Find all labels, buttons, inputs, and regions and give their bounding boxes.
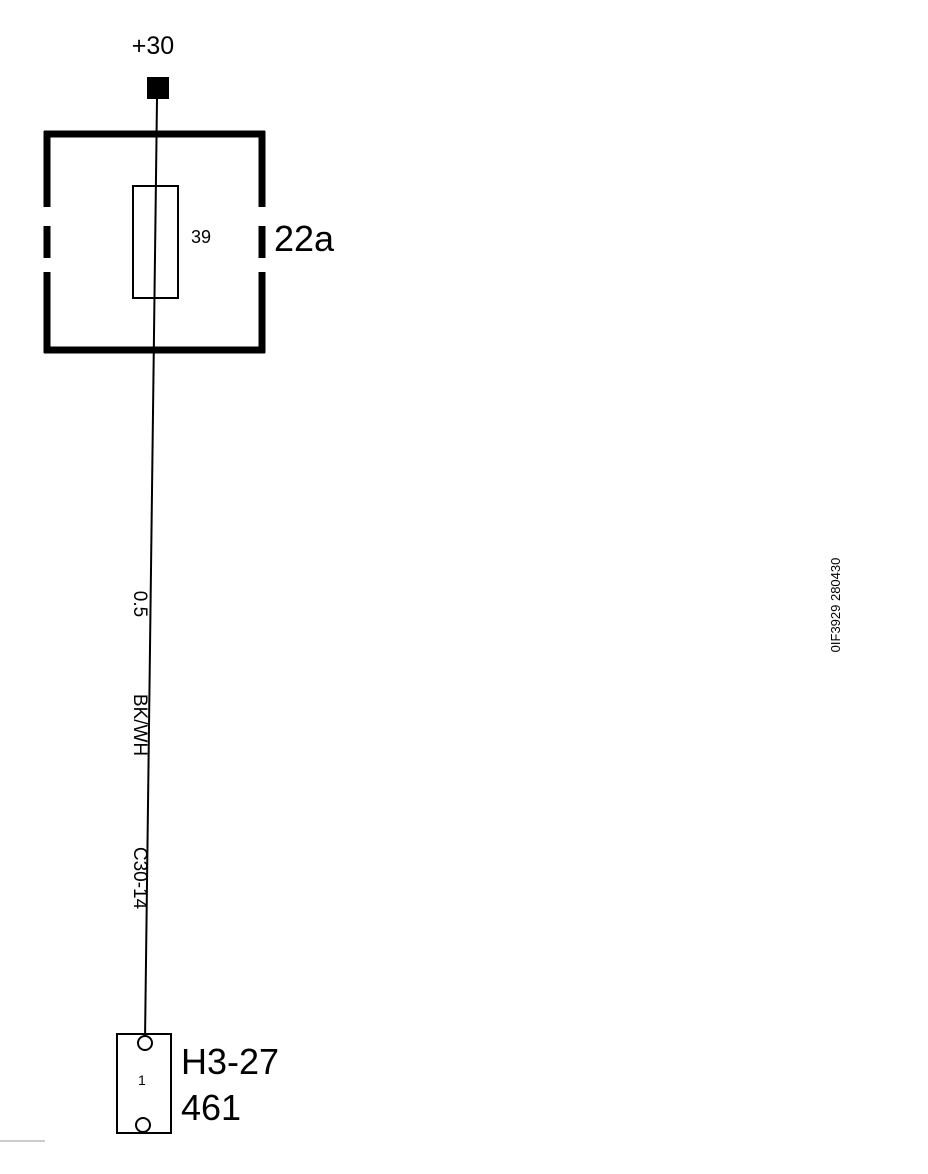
connector-number: 461 (181, 1087, 241, 1128)
fuse-box-frame (43, 130, 266, 354)
fuse-number: 39 (191, 227, 211, 247)
wire-cross-section: 0.5 (129, 591, 150, 617)
wire-color-code: BK/WH (129, 694, 150, 756)
wire (144, 98, 158, 1041)
supply-terminal (147, 77, 169, 99)
connector-id: H3-27 (181, 1041, 279, 1082)
fuse-box-id: 22a (274, 218, 335, 259)
connector-bottom-terminal (135, 1117, 151, 1133)
wire-circuit: C30-14 (129, 847, 150, 910)
connector-top-terminal (137, 1035, 153, 1051)
supply-label: +30 (132, 32, 174, 60)
connector-pin: 1 (138, 1072, 146, 1088)
reference-code: 0IF3929 280430 (828, 558, 843, 653)
